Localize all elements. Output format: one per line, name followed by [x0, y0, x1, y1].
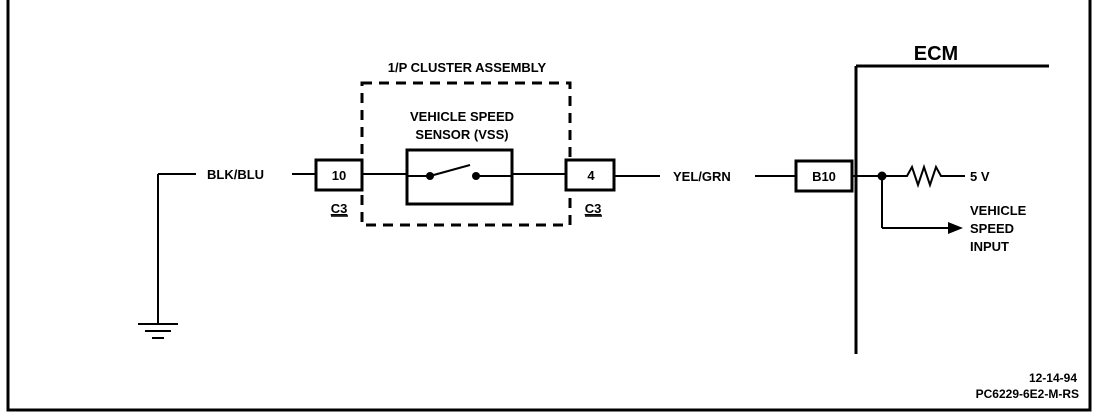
- ecm-boundary: [854, 64, 1049, 354]
- voltage-label: 5 V: [970, 169, 990, 184]
- connector-pin-10: [314, 158, 364, 192]
- input-label-line3: INPUT: [970, 239, 1009, 254]
- sensor-label-line1: VEHICLE SPEED: [410, 109, 514, 124]
- reference-code: PC6229-6E2-M-RS: [976, 387, 1079, 401]
- cluster-assembly-label: 1/P CLUSTER ASSEMBLY: [388, 60, 547, 75]
- input-label-line1: VEHICLE: [970, 203, 1027, 218]
- input-label-line2: SPEED: [970, 221, 1014, 236]
- ecm-label: ECM: [914, 43, 958, 65]
- pin-left-label: 10: [332, 168, 346, 183]
- resistor-symbol: [900, 163, 965, 189]
- input-arrow-head: [948, 222, 963, 234]
- switch-contact-right: [472, 172, 480, 180]
- connector-right-label: C3: [585, 201, 602, 216]
- ecm-junction-dot: [877, 171, 887, 181]
- ecm-pin-label: B10: [812, 169, 836, 184]
- ground-symbol: [138, 174, 178, 339]
- connector-left-label: C3: [331, 201, 348, 216]
- left-wire-label: BLK/BLU: [207, 167, 264, 182]
- pin-right-label: 4: [587, 168, 595, 183]
- cluster-assembly-box: [360, 81, 572, 227]
- right-wire-label: YEL/GRN: [673, 169, 731, 184]
- ecm-internal-wiring: [852, 163, 965, 229]
- sensor-label-line2: SENSOR (VSS): [415, 127, 508, 142]
- date-label: 12-14-94: [1029, 371, 1077, 385]
- switch-contact-left: [426, 172, 434, 180]
- frame-border: [6, 0, 1092, 412]
